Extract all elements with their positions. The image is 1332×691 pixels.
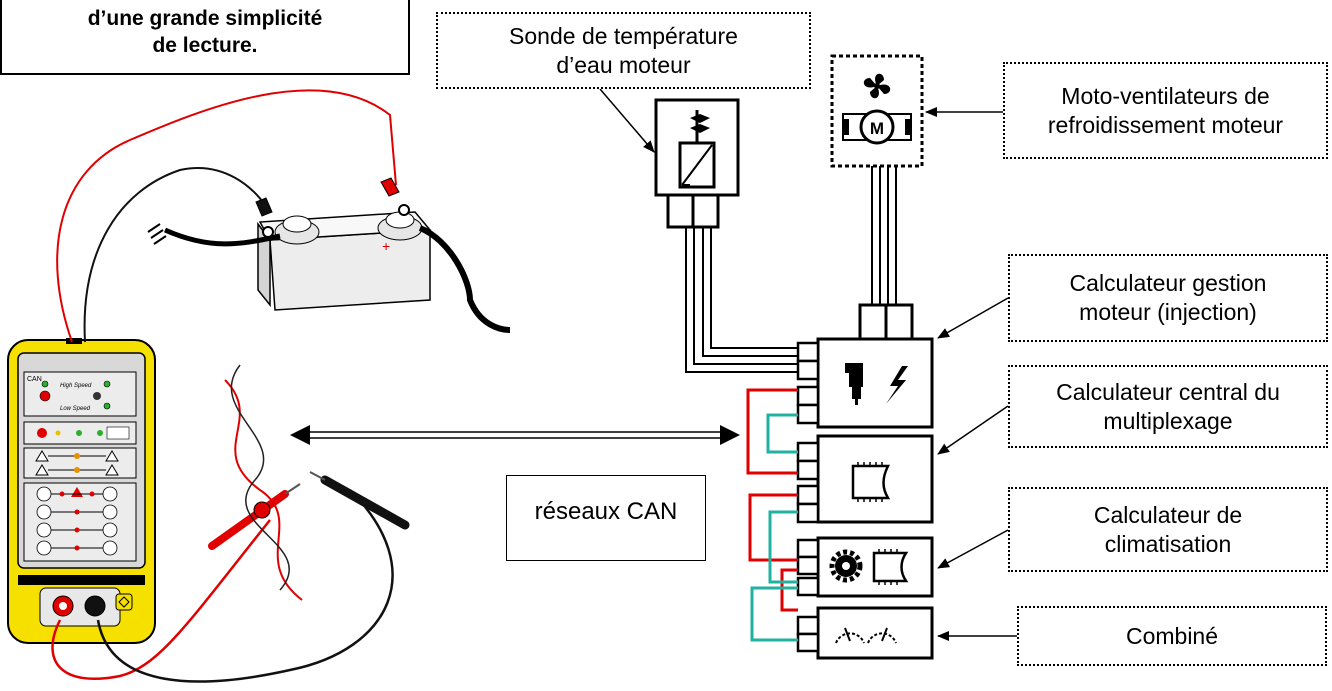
thermistor-icon — [654, 98, 740, 229]
caption-line-1: d’une grande simplicité — [87, 7, 323, 31]
can-network-arrow — [290, 425, 740, 445]
label-fan-motors: Moto-ventilateurs de refroidissement mot… — [1003, 62, 1328, 159]
ecu-injection — [796, 303, 934, 429]
label-line: d’eau moteur — [556, 51, 691, 78]
injector-icon — [845, 363, 863, 405]
label-line: moteur (injection) — [1079, 299, 1257, 325]
tester-red-lead — [56, 89, 397, 343]
label-temperature-sensor: Sonde de température d’eau moteur — [436, 12, 811, 89]
label-line: multiplexage — [1103, 407, 1233, 434]
can-bus-high — [746, 388, 798, 612]
black-probe-icon — [309, 471, 410, 530]
label-instrument-cluster: Combiné — [1017, 606, 1327, 666]
fan-motor-icon: M — [830, 54, 924, 168]
tester-black-lead — [83, 167, 266, 343]
tester-high-speed-label: High Speed — [60, 383, 92, 389]
label-climate-ecu: Calculateur de climatisation — [1008, 487, 1328, 572]
motor-icon: M — [870, 119, 884, 138]
label-can-networks: réseaux CAN — [506, 475, 706, 561]
label-line: Calculateur central du — [1056, 378, 1280, 405]
spark-icon — [886, 366, 908, 404]
gear-icon — [829, 549, 863, 583]
label-line: Calculateur de — [1093, 501, 1243, 528]
tester-can-label: CAN — [27, 376, 42, 383]
ecu-climatisation — [796, 536, 934, 598]
label-line: Sonde de température — [509, 22, 738, 49]
pointer-arrows — [599, 88, 1017, 641]
label-line: Calculateur gestion — [1069, 270, 1267, 297]
label-central-ecu: Calculateur central du multiplexage — [1008, 365, 1328, 448]
caption-box: d’une grande simplicité de lecture. — [0, 0, 410, 75]
tester-low-speed-label: Low Speed — [60, 406, 91, 412]
can-twisted-pair — [224, 379, 303, 601]
label-line: Moto-ventilateurs de — [1061, 82, 1270, 109]
caption-line-2: de lecture. — [152, 33, 258, 57]
gauge-icon — [835, 627, 897, 644]
battery-icon: + — [257, 211, 432, 311]
fan-icon — [863, 73, 891, 99]
battery-plus-sign: + — [382, 238, 390, 254]
ecu-central — [796, 434, 934, 524]
can-bus-low — [750, 413, 798, 642]
label-engine-ecu: Calculateur gestion moteur (injection) — [1008, 254, 1328, 342]
can-tester-icon: CAN High Speed Low Speed — [7, 338, 156, 644]
ecu-combine — [796, 606, 934, 660]
label-line: réseaux CAN — [534, 498, 678, 525]
chip-icon — [851, 462, 891, 502]
label-line: climatisation — [1104, 530, 1232, 557]
label-line: Combiné — [1125, 622, 1219, 649]
chip-icon — [872, 549, 909, 585]
label-line: refroidissement moteur — [1047, 111, 1284, 138]
